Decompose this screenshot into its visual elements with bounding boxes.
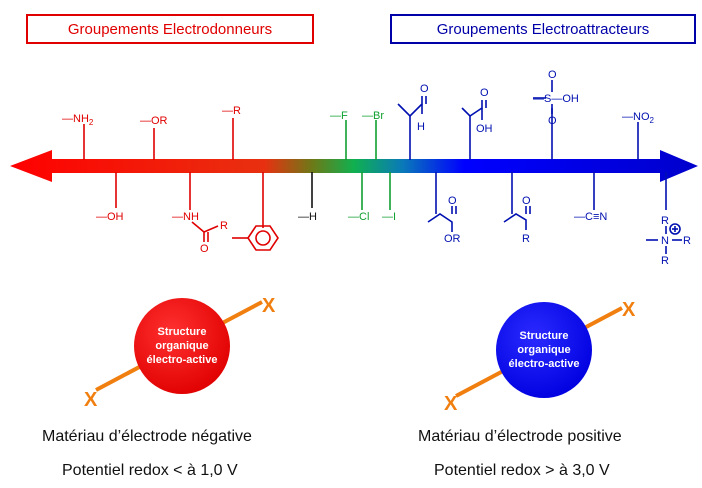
ammonium-r-right: R — [683, 235, 691, 247]
group-alkoxy: —OR — [140, 115, 168, 127]
left-electroactive-node — [134, 298, 230, 394]
right-node-line2: organique — [517, 344, 570, 356]
sulfonyl-oxygen-top: O — [548, 69, 557, 81]
group-carboxylic-acid: OH — [476, 123, 493, 135]
group-chloro: —Cl — [348, 211, 369, 223]
amide-r: R — [220, 220, 228, 232]
group-hydrogen: —H — [298, 211, 317, 223]
group-amide-nh: —NH — [172, 211, 199, 223]
group-aldehyde: H — [417, 121, 425, 133]
group-iodo: —I — [382, 211, 396, 223]
ketone-oxygen: O — [522, 195, 531, 207]
aldehyde-oxygen: O — [420, 83, 429, 95]
group-amine: —NH2 — [62, 113, 94, 127]
left-x-label-top: X — [262, 295, 276, 317]
group-hydroxy: —OH — [96, 211, 124, 223]
positive-redox-potential: Potentiel redox > à 3,0 V — [434, 462, 610, 479]
group-sulfonic-acid: —S—OH — [533, 93, 579, 105]
acid-oxygen: O — [480, 87, 489, 99]
electron-acceptor-header: Groupements Electroattracteurs — [390, 14, 696, 44]
left-node-line1: Structure — [158, 326, 207, 338]
ammonium-nitrogen: N — [661, 235, 669, 247]
right-electroactive-node — [496, 302, 592, 398]
right-x-label-top: X — [622, 299, 636, 321]
right-node-line3: électro-active — [509, 358, 580, 370]
group-alkyl: —R — [222, 105, 241, 117]
left-node-line3: électro-active — [147, 354, 218, 366]
right-x-label-bottom: X — [444, 393, 458, 415]
group-ester: OR — [444, 233, 461, 245]
electron-donor-header-text: Groupements Electrodonneurs — [67, 20, 273, 38]
redox-scale-arrow — [10, 150, 698, 182]
group-bromo: —Br — [362, 110, 384, 122]
group-fluoro: —F — [330, 110, 348, 122]
electron-acceptor-header-text: Groupements Electroattracteurs — [436, 20, 650, 38]
left-x-label-bottom: X — [84, 389, 98, 411]
left-node-line2: organique — [155, 340, 208, 352]
group-nitrile: —C≡N — [574, 211, 607, 223]
positive-electrode-caption: Matériau d’électrode positive — [418, 428, 622, 445]
right-node-line1: Structure — [520, 330, 569, 342]
group-nitro: —NO2 — [622, 111, 655, 125]
ammonium-r-top: R — [661, 215, 669, 227]
amide-oxygen: O — [200, 243, 209, 255]
electron-donor-header: Groupements Electrodonneurs — [26, 14, 314, 44]
group-ketone-r: R — [522, 233, 530, 245]
ester-oxygen: O — [448, 195, 457, 207]
sulfonyl-oxygen-bottom: O — [548, 115, 557, 127]
ammonium-r-bottom: R — [661, 255, 669, 267]
negative-redox-potential: Potentiel redox < à 1,0 V — [62, 462, 238, 479]
negative-electrode-caption: Matériau d’électrode négative — [42, 428, 252, 445]
